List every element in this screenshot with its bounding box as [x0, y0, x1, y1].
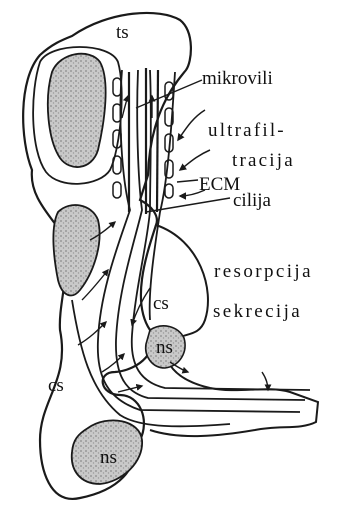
nucleus-top-left	[48, 54, 106, 167]
label-cs-outer: cs	[48, 375, 64, 396]
label-cilija: cilija	[233, 190, 272, 211]
label-sekrecija: sekrecija	[213, 301, 302, 322]
label-cs-inner: cs	[153, 293, 169, 314]
label-ts: ts	[116, 22, 129, 43]
label-ultrafiltracija-2: tracija	[232, 150, 295, 171]
label-ns-upper: ns	[156, 337, 173, 358]
stipple-left-middle	[53, 205, 99, 295]
label-resorpcija: resorpcija	[214, 261, 313, 282]
label-mikrovili: mikrovili	[202, 68, 273, 89]
label-ns-lower: ns	[100, 447, 117, 468]
label-ultrafiltracija-1: ultrafil-	[208, 120, 286, 141]
